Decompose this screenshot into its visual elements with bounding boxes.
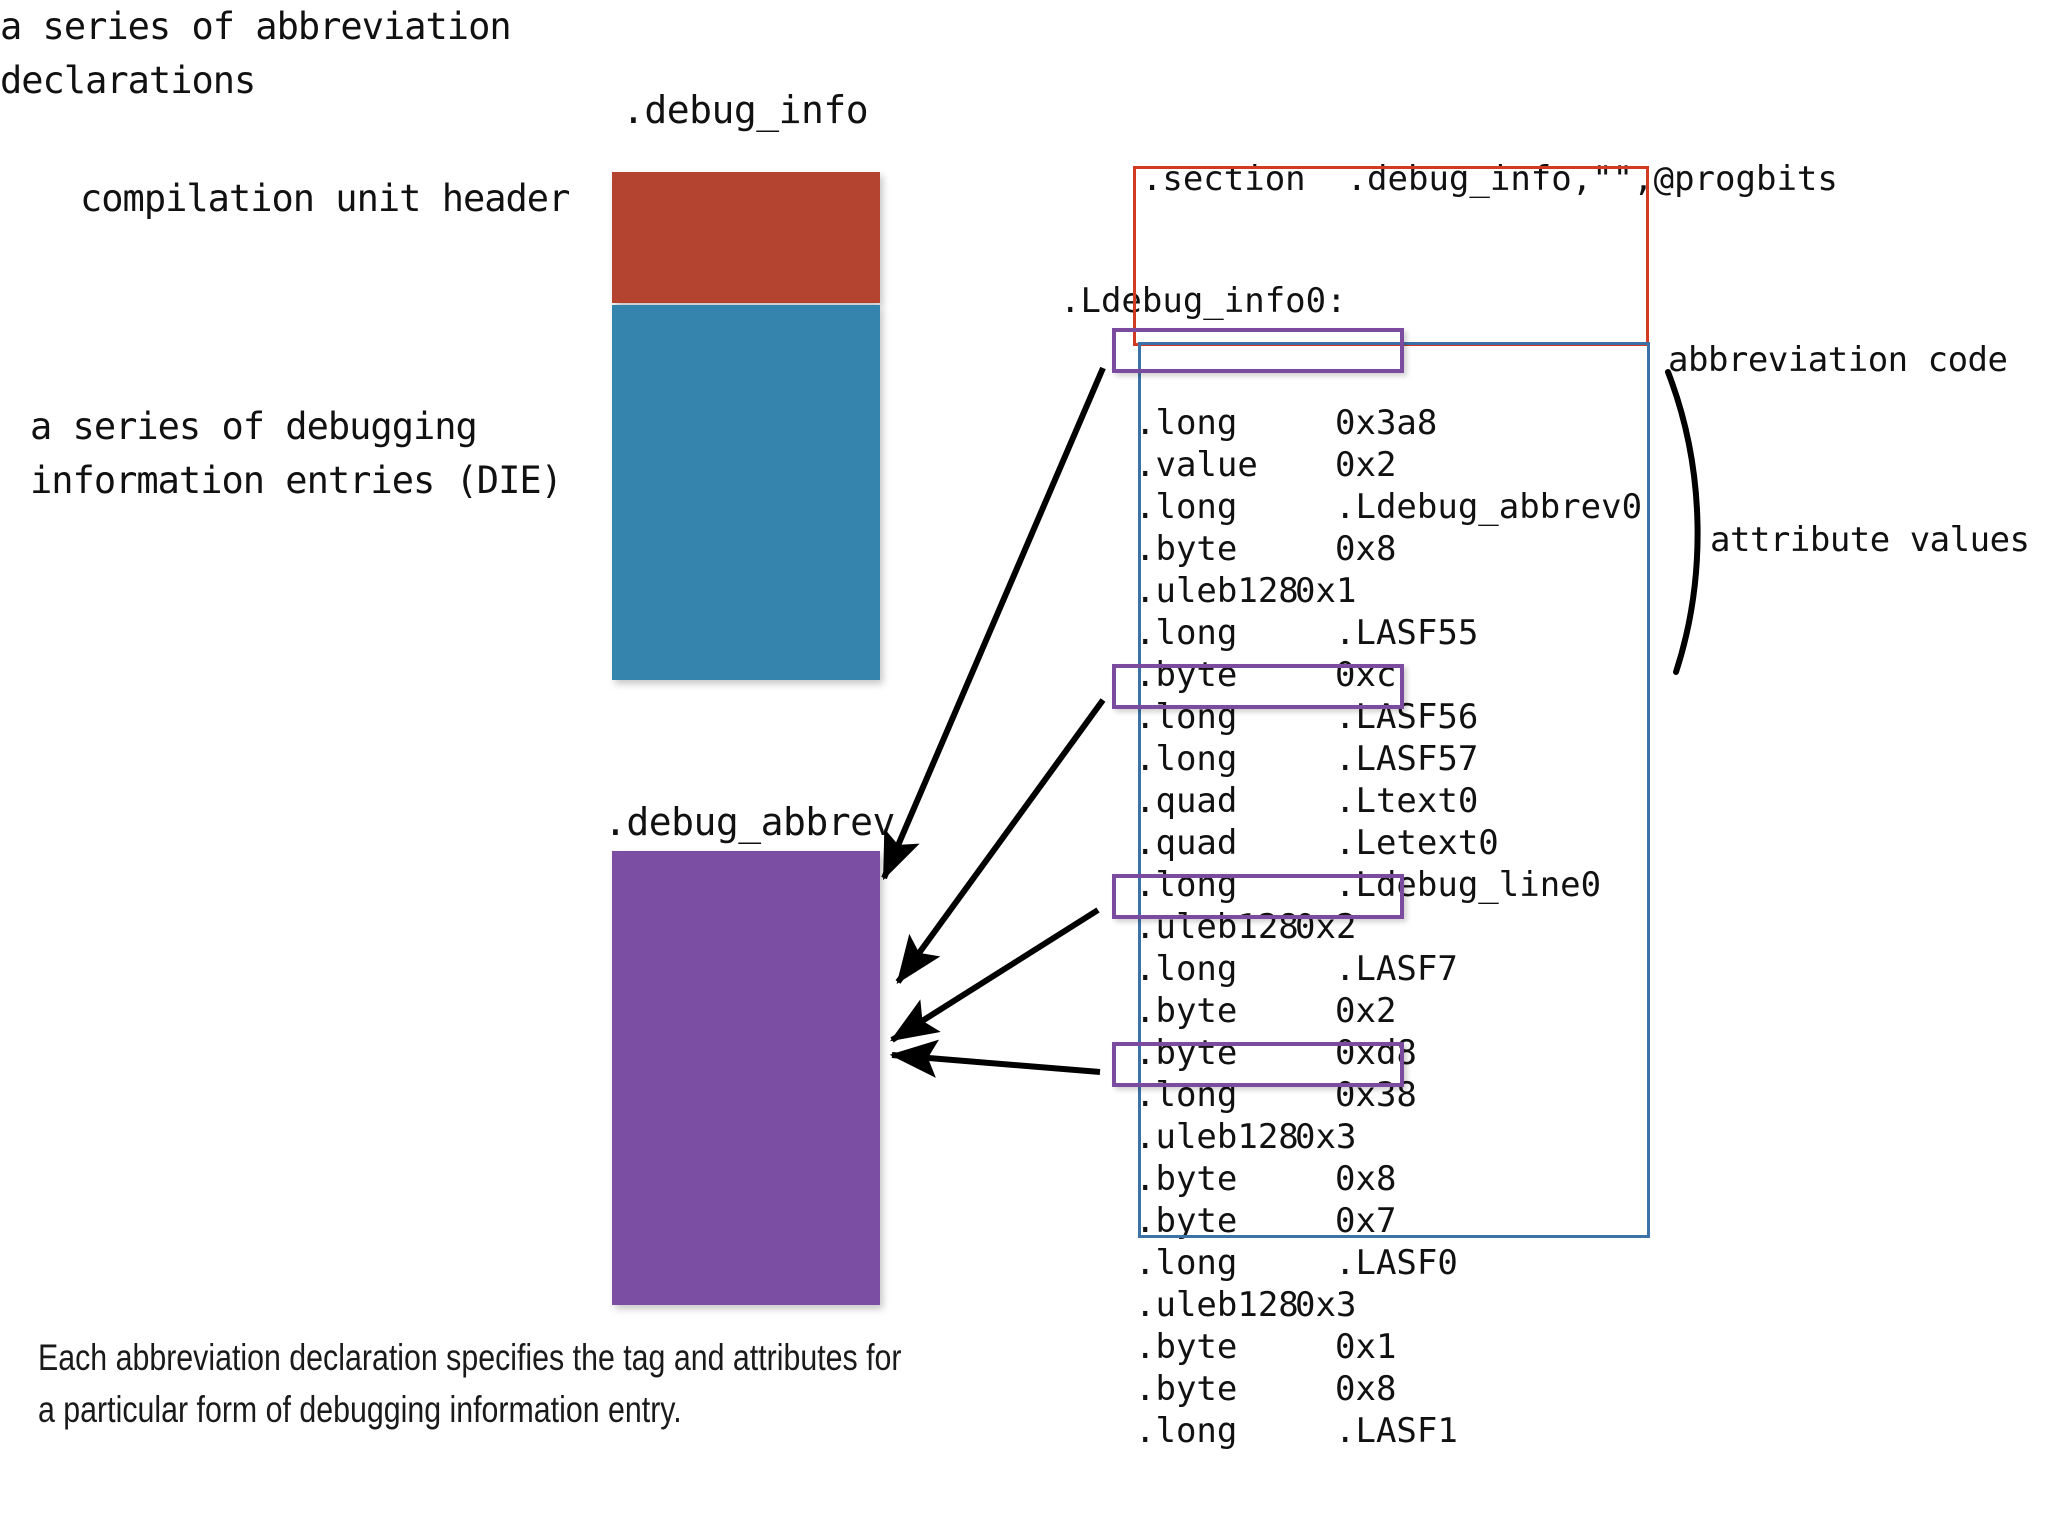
asm-local-label: .Ldebug_info0: <box>1060 281 1347 321</box>
asm-arg: .Letext0 <box>1335 823 1499 863</box>
asm-op: .uleb128 <box>1135 571 1299 611</box>
asm-arg: 0x1 <box>1295 571 1357 611</box>
asm-line: .long .LASF55 <box>1060 612 1838 654</box>
abbreviation-code-highlight <box>1112 664 1404 709</box>
asm-line: .long .Ldebug_abbrev0 <box>1060 486 1838 528</box>
asm-op: .byte <box>1135 1327 1238 1367</box>
asm-arg: 0x2 <box>1335 991 1397 1031</box>
asm-op: .quad <box>1135 823 1238 863</box>
abbreviation-declarations-block <box>612 851 880 1305</box>
assembly-listing: .section .debug_info,"",@progbits .Ldebu… <box>1060 78 1838 1532</box>
asm-arg: 0x3 <box>1295 1117 1357 1157</box>
asm-line: .long .LASF56 <box>1060 696 1838 738</box>
asm-op: .long <box>1135 403 1238 443</box>
asm-op: .byte <box>1135 1033 1238 1073</box>
asm-op: .long <box>1135 949 1238 989</box>
asm-line: .byte 0x1 <box>1060 1326 1838 1368</box>
annotation-attribute-values: attribute values <box>1710 520 2030 560</box>
asm-op: .value <box>1135 445 1258 485</box>
asm-arg: .LASF57 <box>1335 739 1479 779</box>
asm-arg: .LASF55 <box>1335 613 1479 653</box>
label-debugging-information-entries: a series of debugging information entrie… <box>30 405 563 502</box>
abbreviation-code-highlight <box>1112 874 1404 919</box>
abbreviation-code-highlight <box>1112 1042 1404 1087</box>
asm-arg: .LASF7 <box>1335 949 1458 989</box>
asm-line: .byte 0x7 <box>1060 1200 1838 1242</box>
asm-op: .long <box>1135 1411 1238 1451</box>
asm-arg: 0x3a8 <box>1335 403 1438 443</box>
asm-arg: .LASF1 <box>1335 1411 1458 1451</box>
slide-caption: Each abbreviation declaration specifies … <box>38 1337 902 1430</box>
asm-op: .byte <box>1135 991 1238 1031</box>
asm-arg: .LASF56 <box>1335 697 1479 737</box>
asm-arg: .Ltext0 <box>1335 781 1479 821</box>
annotation-abbreviation-code: abbreviation code <box>1668 340 2008 380</box>
asm-arg: 0x2 <box>1295 907 1357 947</box>
asm-op: .byte <box>1135 529 1238 569</box>
debug-info-section-title: .debug_info <box>622 88 869 132</box>
asm-body: .long 0x3a8 .value 0x2 .long .Ldebug_abbrev0.… <box>1060 402 1838 1452</box>
asm-line: .long 0x3a8 <box>1060 402 1838 444</box>
debugging-information-entries-block <box>612 305 880 680</box>
asm-op: .long <box>1135 865 1238 905</box>
asm-arg: .Ldebug_line0 <box>1335 865 1602 905</box>
asm-arg: 0xc <box>1335 655 1397 695</box>
asm-op: .long <box>1135 1243 1238 1283</box>
asm-line: .long .LASF57 <box>1060 738 1838 780</box>
asm-line: .long .LASF7 <box>1060 948 1838 990</box>
asm-line: .long .Ldebug_line0 <box>1060 864 1838 906</box>
asm-line: .uleb1280x1 <box>1060 570 1838 612</box>
asm-arg: 0x3 <box>1295 1285 1357 1325</box>
asm-line: .long .LASF1 <box>1060 1410 1838 1452</box>
asm-op: .byte <box>1135 655 1238 695</box>
asm-line: .quad .Letext0 <box>1060 822 1838 864</box>
asm-line: .uleb1280x2 <box>1060 906 1838 948</box>
label-abbreviation-declarations: a series of abbreviation declarations <box>0 5 512 102</box>
asm-op: .long <box>1135 613 1238 653</box>
asm-line: .byte 0x8 <box>1060 1158 1838 1200</box>
asm-arg: 0x7 <box>1335 1201 1397 1241</box>
debugging-information-entries-frame <box>1138 342 1650 1238</box>
compilation-unit-header-frame <box>1133 166 1649 346</box>
asm-op: .long <box>1135 487 1238 527</box>
asm-line: .byte 0x2 <box>1060 990 1838 1032</box>
asm-line: .uleb1280x3 <box>1060 1116 1838 1158</box>
asm-arg: 0x8 <box>1335 529 1397 569</box>
asm-line: .long .LASF0 <box>1060 1242 1838 1284</box>
asm-line: .byte 0x8 <box>1060 1368 1838 1410</box>
asm-line: .quad .Ltext0 <box>1060 780 1838 822</box>
asm-op: .quad <box>1135 781 1238 821</box>
asm-op: .byte <box>1135 1201 1238 1241</box>
asm-line: .uleb1280x3 <box>1060 1284 1838 1326</box>
asm-arg: .LASF0 <box>1335 1243 1458 1283</box>
asm-op: .uleb128 <box>1135 907 1299 947</box>
asm-arg: 0x1 <box>1335 1327 1397 1367</box>
asm-op: .long <box>1135 739 1238 779</box>
asm-op: .uleb128 <box>1135 1285 1299 1325</box>
compilation-unit-header-block <box>612 172 880 303</box>
asm-arg: 0x2 <box>1335 445 1397 485</box>
asm-op: .long <box>1135 1075 1238 1115</box>
asm-arg: 0x8 <box>1335 1369 1397 1409</box>
asm-line: .byte 0xc <box>1060 654 1838 696</box>
asm-op: .byte <box>1135 1159 1238 1199</box>
asm-op: .long <box>1135 697 1238 737</box>
abbreviation-code-highlight <box>1112 328 1404 373</box>
asm-section-directive: .section .debug_info,"",@progbits <box>1060 159 1838 199</box>
asm-line: .value 0x2 <box>1060 444 1838 486</box>
asm-arg: 0x8 <box>1335 1159 1397 1199</box>
asm-op: .uleb128 <box>1135 1117 1299 1157</box>
asm-op: .byte <box>1135 1369 1238 1409</box>
debug-abbrev-section-title: .debug_abbrev <box>604 800 895 844</box>
asm-arg: .Ldebug_abbrev0 <box>1335 487 1643 527</box>
label-compilation-unit-header: compilation unit header <box>80 177 570 220</box>
asm-line: .byte 0x8 <box>1060 528 1838 570</box>
